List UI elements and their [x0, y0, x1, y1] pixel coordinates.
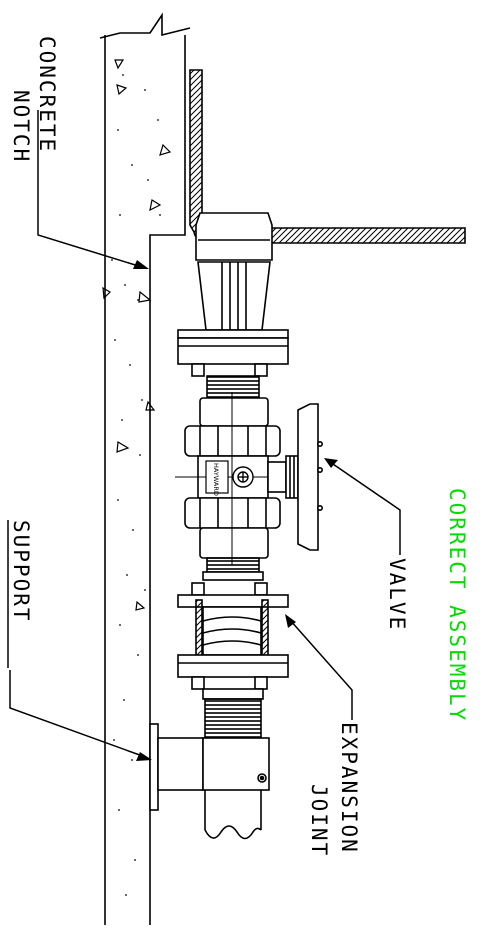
valve-handle — [267, 403, 323, 551]
concrete-aggregate-stones — [102, 59, 172, 611]
bulkhead-fitting — [195, 212, 273, 331]
expansion-joint — [177, 582, 289, 690]
leader-arrowheads — [133, 260, 338, 761]
expansion-joint-label-line1: EXPANSION — [337, 722, 361, 854]
concrete-notch-label-line1: CONCRETE — [35, 36, 59, 153]
leader-lines — [9, 110, 401, 759]
concrete-notch-label-line2: NOTCH — [9, 90, 33, 163]
union-thread-lower — [202, 557, 264, 581]
upper-flange — [177, 329, 289, 377]
concrete-slab — [99, 12, 191, 925]
concrete-aggregate — [111, 74, 161, 896]
expansion-joint-label-line2: JOINT — [307, 784, 331, 857]
pipe-support — [149, 723, 270, 811]
support-label: SUPPORT — [9, 520, 33, 623]
union-thread-upper — [206, 375, 260, 399]
correct-assembly-label: CORRECT ASSEMBLY — [445, 488, 469, 722]
valve-label: VALVE — [385, 558, 409, 631]
valve-badge: HAYWARD — [205, 460, 229, 496]
labels: CONCRETE NOTCH SUPPORT VALVE EXPANSION J… — [9, 36, 469, 857]
valve-badge-text: HAYWARD — [212, 463, 220, 496]
valve-stem-icon — [232, 466, 254, 488]
